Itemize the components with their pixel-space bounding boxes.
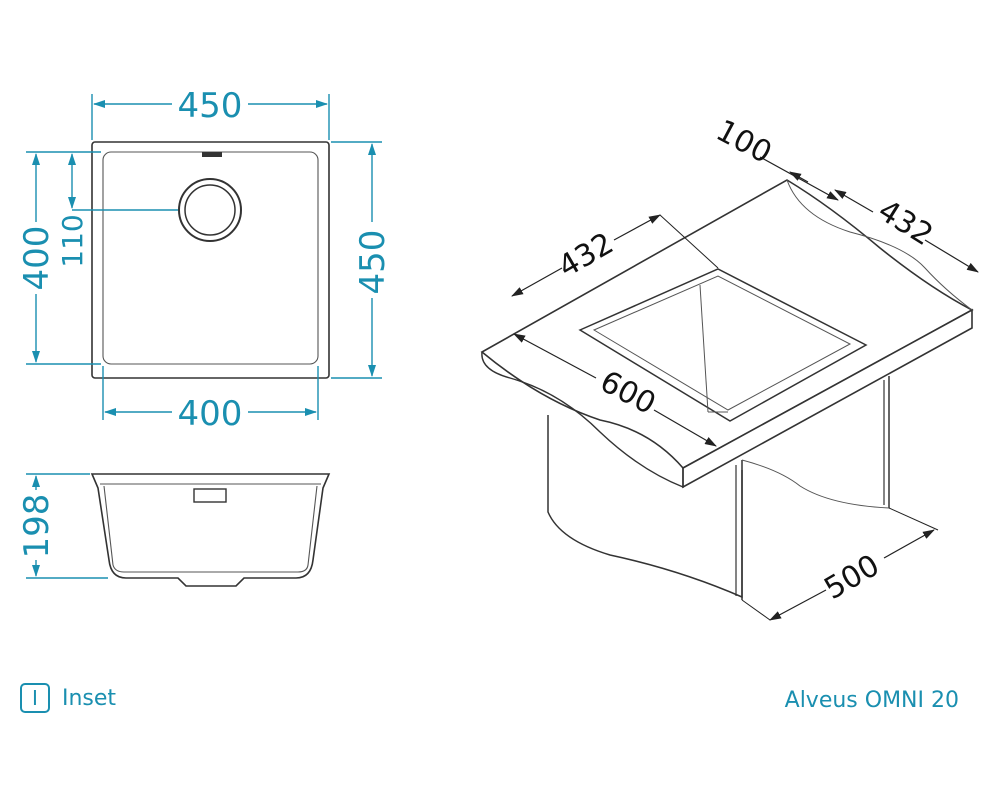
model-name: Alveus OMNI 20	[784, 688, 959, 713]
drain-inner	[184, 184, 236, 236]
dim-iso-cabinet-label: 500	[819, 548, 886, 607]
sink-cutout	[578, 268, 868, 422]
dim-top-width: 450	[91, 86, 330, 140]
dim-iso-cabinet: 500	[741, 507, 939, 621]
dim-depth: 198	[17, 473, 108, 579]
installation-type-legend: I Inset	[20, 683, 116, 713]
inset-icon: I	[20, 683, 50, 713]
dim-iso-back-margin-label: 100	[710, 113, 777, 171]
dim-right-height: 450	[331, 141, 393, 379]
sink-section-view	[90, 473, 331, 587]
dim-top-width-label: 450	[178, 86, 243, 126]
sink-bowl-edge	[102, 151, 319, 365]
isometric-view	[480, 179, 974, 600]
dim-left-height: 400	[17, 151, 101, 365]
dim-iso-side-right-label: 432	[872, 193, 939, 253]
drain-outer	[178, 178, 242, 242]
dim-inner-width-label: 400	[178, 394, 243, 434]
dim-right-height-label: 450	[353, 230, 393, 295]
dim-drain-offset: 110	[56, 153, 178, 268]
dim-inner-width: 400	[102, 366, 319, 434]
sink-top-view	[91, 141, 330, 379]
dim-drain-offset-label: 110	[56, 214, 89, 267]
dim-depth-label: 198	[17, 494, 57, 559]
overflow-slot	[202, 152, 222, 157]
overflow-hole-section	[193, 488, 227, 503]
dim-iso-side-left-label: 432	[553, 226, 620, 285]
installation-type-label: Inset	[62, 685, 117, 711]
sink-outer-rim	[91, 141, 330, 379]
dim-left-height-label: 400	[17, 226, 57, 291]
